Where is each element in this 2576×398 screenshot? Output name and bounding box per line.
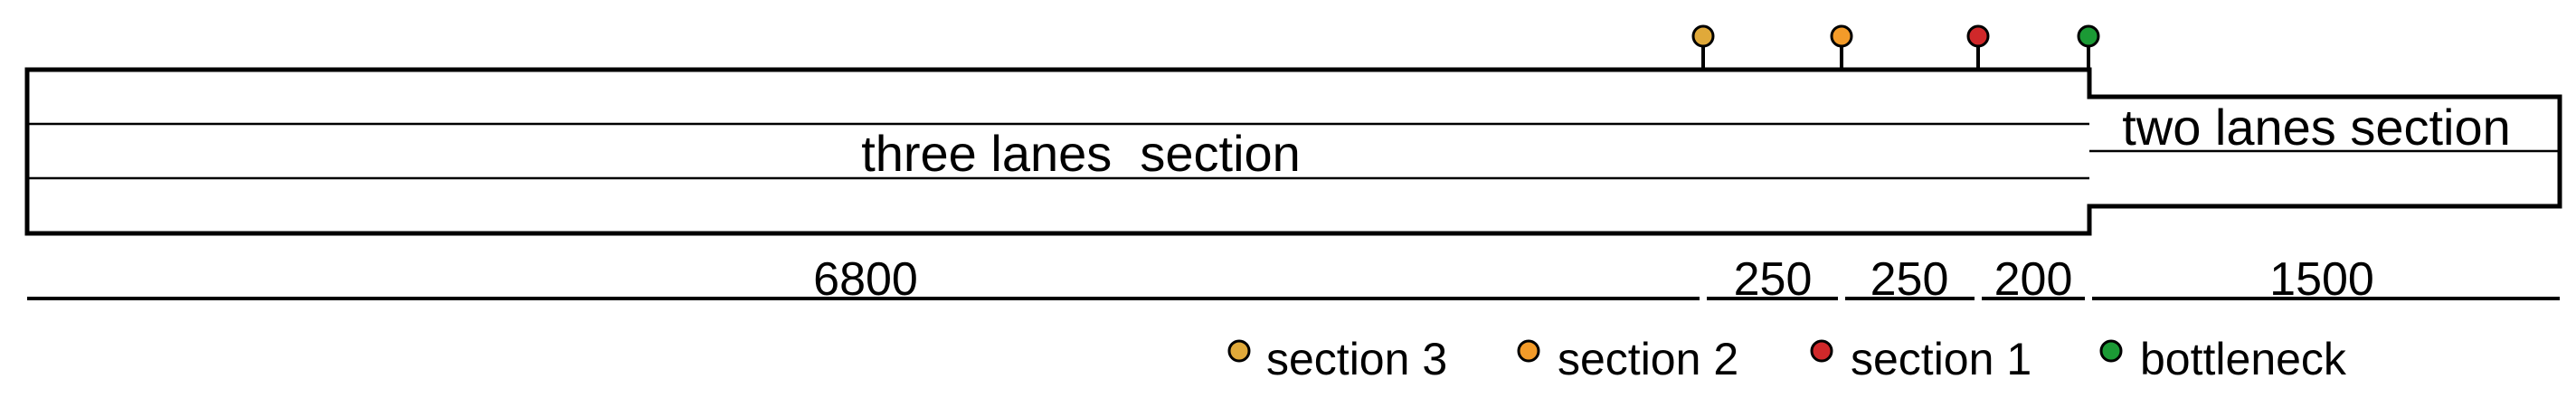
sensor-section2 (1830, 24, 1853, 70)
dimension-label-section2: 250 (1870, 253, 1949, 306)
legend-bottleneck-dot (2099, 339, 2123, 363)
legend-section3-dot (1227, 339, 1251, 363)
road-outline (24, 67, 2562, 236)
dimension-label-three-lane: 6800 (813, 253, 918, 306)
sensor-section3 (1691, 24, 1715, 70)
legend-section2-label: section 2 (1558, 334, 1738, 384)
legend-section3-label: section 3 (1266, 334, 1447, 384)
legend-item-section3: section 3 (1227, 334, 1447, 384)
legend-item-bottleneck: bottleneck (2099, 334, 2347, 384)
legend-section1-label: section 1 (1851, 334, 2031, 384)
legend-item-section2: section 2 (1517, 334, 1738, 384)
two-lanes-section-label: two lanes section (2122, 99, 2511, 156)
sensor-section3-dot (1691, 24, 1715, 48)
legend-section2-dot (1517, 339, 1540, 363)
legend-section1-dot (1810, 339, 1833, 363)
dimension-label-section3: 250 (1734, 253, 1813, 306)
sensor-section1 (1966, 24, 1990, 70)
legend-item-section1: section 1 (1810, 334, 2031, 384)
sensor-bottleneck (2077, 24, 2100, 70)
three-lanes-section-label: three lanes section (861, 125, 1301, 182)
sensor-section2-dot (1830, 24, 1853, 48)
sensor-bottleneck-dot (2077, 24, 2100, 48)
dimension-label-section1: 200 (1994, 253, 2073, 306)
dimension-label-two-lane: 1500 (2269, 253, 2374, 306)
legend: section 3 section 2 section 1 bottleneck (1227, 334, 2347, 384)
sensor-section1-dot (1966, 24, 1990, 48)
legend-bottleneck-label: bottleneck (2140, 334, 2347, 384)
